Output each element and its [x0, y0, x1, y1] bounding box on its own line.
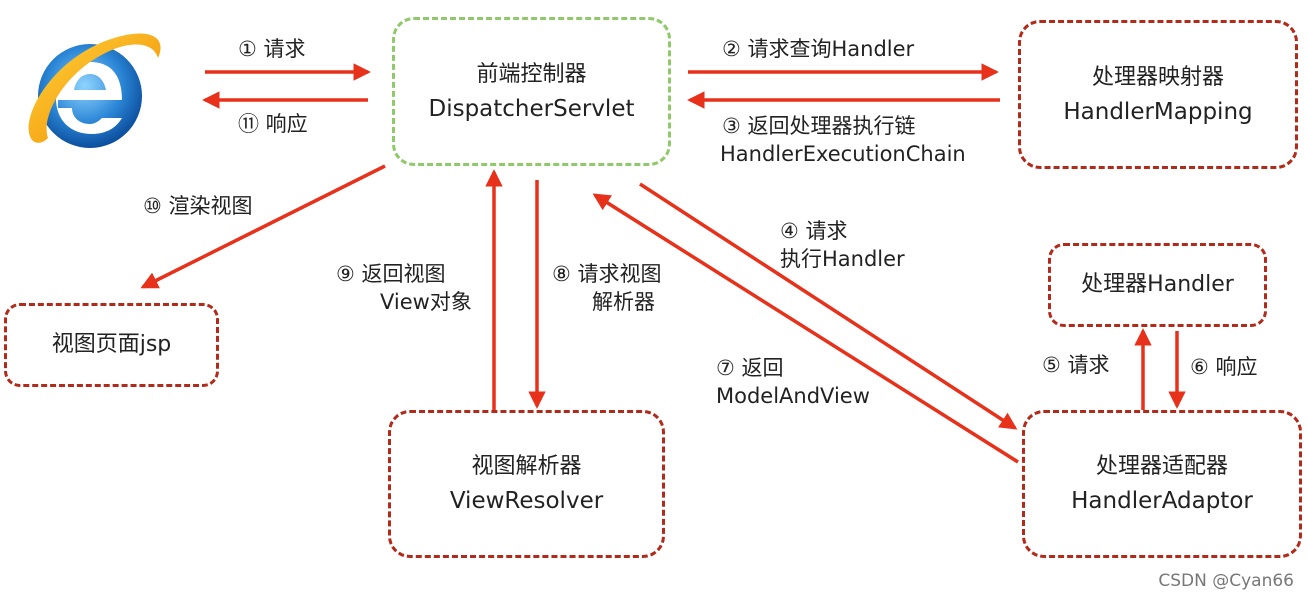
step-7-label-line2: ModelAndView — [716, 384, 870, 408]
footer-watermark: CSDN @Cyan66 — [1158, 571, 1294, 591]
step-3-label-line1: ③ 返回处理器执行链 — [722, 114, 916, 138]
step-3-label-line2: HandlerExecutionChain — [720, 142, 966, 166]
step-4-label-line2: 执行Handler — [780, 247, 905, 271]
dispatcher-en-label: DispatcherServlet — [428, 95, 635, 122]
handler-box: 处理器Handler — [1048, 243, 1267, 327]
view-page-label: 视图页面jsp — [51, 332, 172, 357]
dispatcher-cn-label: 前端控制器 — [476, 61, 587, 87]
step-2-label: ② 请求查询Handler — [722, 37, 915, 61]
view-page-box: 视图页面jsp — [4, 303, 219, 387]
handler-adaptor-box: 处理器适配器 HandlerAdaptor — [1022, 410, 1302, 558]
dispatcher-servlet-box: 前端控制器 DispatcherServlet — [392, 17, 671, 166]
view-resolver-box: 视图解析器 ViewResolver — [388, 410, 665, 558]
step-6-label: ⑥ 响应 — [1190, 355, 1258, 379]
step-5-label: ⑤ 请求 — [1042, 353, 1110, 377]
handler-mapping-box: 处理器映射器 HandlerMapping — [1018, 20, 1298, 169]
view-resolver-en-label: ViewResolver — [449, 488, 604, 514]
step-1-label: ① 请求 — [238, 37, 306, 61]
arrow-10-render-view — [140, 164, 386, 289]
step-11-label: ⑪ 响应 — [238, 112, 308, 136]
step-8-label-line2: 解析器 — [592, 290, 655, 314]
step-9-label-line1: ⑨ 返回视图 — [336, 262, 446, 286]
step-10-label: ⑩ 渲染视图 — [143, 194, 253, 218]
handler-mapping-cn-label: 处理器映射器 — [1091, 64, 1224, 90]
step-9-label-line2: View对象 — [380, 290, 472, 314]
arrow-4-execute-handler — [639, 182, 1018, 430]
arrow-7-return-modelandview — [592, 193, 1019, 464]
handler-adaptor-cn-label: 处理器适配器 — [1095, 454, 1228, 479]
handler-adaptor-en-label: HandlerAdaptor — [1071, 488, 1253, 514]
handler-mapping-en-label: HandlerMapping — [1063, 98, 1253, 125]
step-4-label-line1: ④ 请求 — [780, 219, 848, 243]
browser-e-icon — [28, 33, 161, 148]
view-resolver-cn-label: 视图解析器 — [471, 454, 582, 479]
step-7-label-line1: ⑦ 返回 — [716, 356, 784, 380]
handler-label: 处理器Handler — [1081, 272, 1234, 297]
step-8-label-line1: ⑧ 请求视图 — [552, 262, 662, 286]
